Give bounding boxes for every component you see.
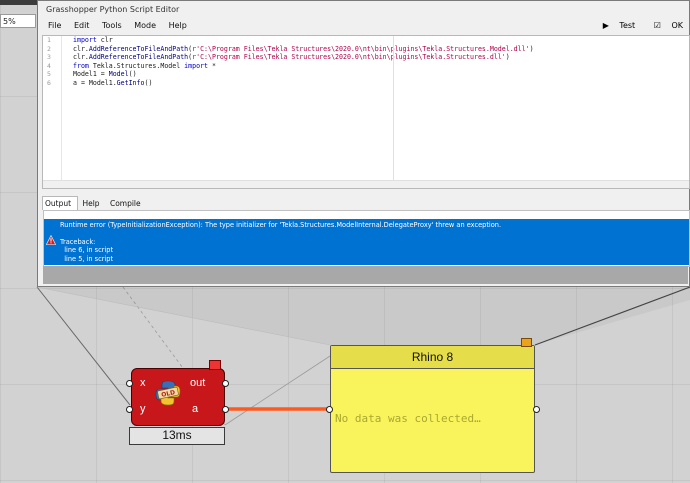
menu-edit[interactable]: Edit (73, 21, 90, 30)
line-number: 1 (47, 36, 51, 44)
output-a-label: a (192, 403, 199, 415)
input-y-port[interactable] (126, 406, 133, 413)
line-number: 3 (47, 53, 51, 62)
tab-output[interactable]: Output (42, 196, 79, 210)
tab-compile[interactable]: Compile (109, 199, 141, 208)
error-text: Runtime error (TypeInitializationExcepti… (60, 221, 501, 263)
menu-mode[interactable]: Mode (134, 21, 157, 30)
output-line: line 5, in script (60, 254, 114, 263)
output-line: Traceback: (60, 237, 96, 246)
code-line-2: clr.AddReferenceToFileAndPath(r'C:\Progr… (73, 44, 534, 53)
tab-help[interactable]: Help (82, 199, 100, 208)
code-editor[interactable]: 1 2 3 4 5 6 import clr clr.AddReferenceT… (42, 35, 690, 189)
play-icon: ▶ (602, 21, 609, 30)
panel-component[interactable]: Rhino 8 No data was collected… (330, 338, 535, 473)
horizontal-scrollbar[interactable] (43, 180, 689, 188)
menu-tools[interactable]: Tools (101, 21, 122, 30)
panel-content: No data was collected… (335, 412, 481, 425)
code-line-5: Model1 = Model() (73, 70, 137, 79)
line-number-gutter: 1 2 3 4 5 6 (43, 36, 62, 188)
code-lines: import clr clr.AddReferenceToFileAndPath… (73, 36, 534, 88)
editor-title: Grasshopper Python Script Editor (38, 1, 689, 18)
line-number: 6 (47, 78, 51, 87)
input-x-label: x (140, 377, 146, 389)
menu-file[interactable]: File (48, 21, 62, 30)
ok-button[interactable]: ☑ OK (653, 21, 683, 30)
code-line-6: a = Model1.GetInfo() (73, 78, 153, 87)
code-line-4: from Tekla.Structures.Model import * (73, 61, 216, 70)
panel-flag-icon (521, 338, 532, 347)
panel-title: Rhino 8 (331, 346, 534, 369)
menu-bar: File Edit Tools Mode Help ▶ Test ☑ OK (38, 18, 689, 34)
input-y-label: y (140, 403, 146, 415)
output-a-port[interactable] (222, 406, 229, 413)
output-panel[interactable]: Runtime error (TypeInitializationExcepti… (43, 210, 690, 267)
panel-input-port[interactable] (326, 406, 333, 413)
input-x-port[interactable] (126, 380, 133, 387)
svg-text:OLD: OLD (161, 389, 176, 399)
test-button[interactable]: ▶ Test (602, 21, 636, 30)
panel-output-port[interactable] (533, 406, 540, 413)
edge-guide (393, 36, 394, 188)
menu-help[interactable]: Help (168, 21, 187, 30)
output-out-label: out (190, 377, 206, 389)
timing-label: 13ms (129, 427, 225, 445)
error-message-row[interactable]: Runtime error (TypeInitializationExcepti… (44, 219, 689, 265)
output-footer (43, 266, 688, 284)
output-line: Runtime error (TypeInitializationExcepti… (60, 221, 502, 229)
zoom-level-box[interactable]: 5% (0, 14, 36, 28)
code-line-3: clr.AddReferenceToFileAndPath(r'C:\Progr… (73, 53, 510, 62)
output-out-port[interactable] (222, 380, 229, 387)
script-editor-window: Grasshopper Python Script Editor File Ed… (37, 0, 690, 287)
output-line (60, 229, 501, 237)
output-line: line 6, in script (60, 246, 114, 255)
checkbox-icon: ☑ (653, 21, 661, 30)
line-number: 4 (47, 61, 51, 70)
warning-flag-icon (209, 360, 221, 370)
output-tabs: Output Help Compile (42, 196, 147, 210)
line-number: 5 (47, 70, 51, 79)
code-line-1: import clr (73, 36, 113, 44)
python-old-icon: OLD (155, 380, 181, 406)
error-icon (46, 235, 56, 245)
python-component[interactable]: x y out a OLD (131, 360, 225, 426)
line-number: 2 (47, 44, 51, 53)
